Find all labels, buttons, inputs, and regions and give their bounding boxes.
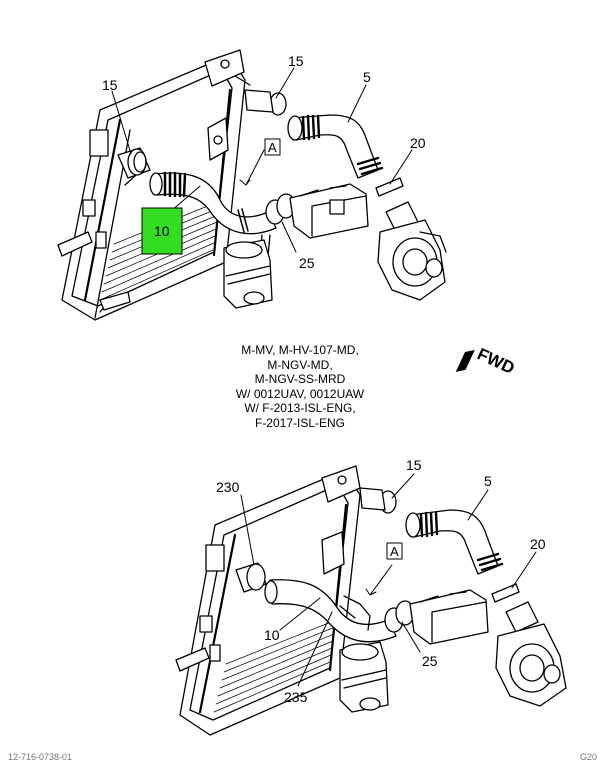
note-line: M-NGV-MD, bbox=[267, 357, 333, 372]
lower-assembly bbox=[175, 465, 567, 736]
lower-leader-lines bbox=[240, 473, 537, 687]
lower-spacer-20 bbox=[491, 583, 520, 603]
footer-sheet: G20 bbox=[580, 752, 598, 762]
upper-spacer-20 bbox=[375, 177, 404, 197]
lower-hose-10 bbox=[264, 579, 397, 643]
callout-15-lower: 15 bbox=[406, 457, 422, 473]
fwd-label: FWD bbox=[474, 344, 517, 378]
upper-clamp-15 bbox=[234, 75, 287, 116]
applicability-note: M-MV, M-HV-107-MD, M-NGV-MD, M-NGV-SS-MR… bbox=[200, 343, 400, 430]
callout-15-right: 15 bbox=[288, 53, 304, 69]
upper-hose-5 bbox=[287, 114, 384, 179]
upper-assembly bbox=[57, 49, 447, 321]
highlighted-callout-box[interactable] bbox=[141, 207, 183, 255]
callout-20-lower: 20 bbox=[530, 536, 546, 552]
callout-25: 25 bbox=[299, 255, 315, 271]
lower-air-compressor bbox=[339, 589, 489, 713]
view-a-label: A bbox=[268, 140, 277, 155]
lower-left-elbow-230 bbox=[235, 562, 267, 593]
forward-indicator bbox=[455, 349, 475, 372]
upper-air-compressor bbox=[223, 183, 369, 309]
callout-10-highlighted[interactable]: 10 bbox=[154, 223, 170, 239]
callout-230: 230 bbox=[216, 479, 240, 495]
lower-turbocharger bbox=[495, 601, 567, 707]
note-line: W/ 0012UAV, 0012UAW bbox=[235, 386, 365, 401]
upper-hose-10 bbox=[149, 171, 277, 235]
callout-10-lower: 10 bbox=[264, 627, 280, 643]
callout-5: 5 bbox=[363, 69, 371, 85]
callout-15-left: 15 bbox=[102, 77, 118, 93]
footer-drawing-number: 12-716-0738-01 bbox=[8, 752, 73, 762]
callout-20: 20 bbox=[410, 135, 426, 151]
view-a-box bbox=[264, 138, 281, 156]
note-line: M-NGV-SS-MRD bbox=[254, 372, 346, 386]
view-a-box-lower bbox=[386, 542, 403, 560]
callout-25-lower: 25 bbox=[422, 653, 438, 669]
lower-hose-5 bbox=[405, 509, 504, 575]
callout-5-lower: 5 bbox=[484, 473, 492, 489]
view-a-label-lower: A bbox=[390, 544, 399, 559]
callout-235: 235 bbox=[284, 689, 308, 705]
upper-leader-lines bbox=[111, 67, 413, 253]
note-line: F-2017-ISL-ENG bbox=[254, 415, 346, 430]
lower-clamp-15 bbox=[359, 487, 397, 514]
upper-turbocharger bbox=[377, 201, 447, 301]
note-line: W/ F-2013-ISL-ENG, bbox=[244, 401, 356, 415]
note-line: M-MV, M-HV-107-MD, bbox=[241, 343, 359, 357]
lower-clamp-25 bbox=[384, 600, 415, 633]
upper-left-elbow bbox=[117, 147, 151, 186]
